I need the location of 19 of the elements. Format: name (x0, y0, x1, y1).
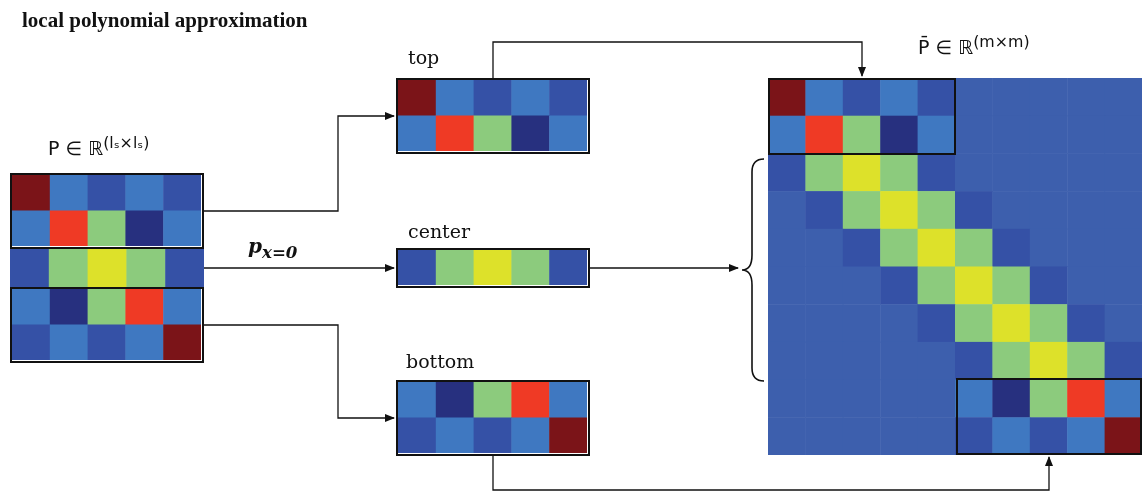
outline-frame (956, 378, 1142, 455)
matrix-label: P ∈ ℝ$^{(lₛ×lₛ)}$ (48, 135, 150, 159)
matrix-title: center (408, 222, 471, 241)
matrix-label: P̄ ∈ ℝ$^{(m×m)}$ (918, 34, 1030, 58)
arrow (589, 264, 739, 272)
arrow (492, 41, 866, 79)
matrix-row (10, 249, 204, 287)
arrow (492, 455, 1053, 491)
arrow (203, 112, 395, 212)
curly-brace (740, 158, 766, 382)
matrix-title: top (408, 48, 440, 67)
edge-label: p$_{x=0}$ (248, 236, 298, 261)
arrow (203, 324, 395, 422)
outline-frame (768, 78, 956, 155)
outlined-block (10, 287, 204, 363)
outlined-block (10, 173, 204, 249)
title: local polynomial approximation (22, 10, 308, 31)
matrix-title: bottom (406, 352, 475, 371)
arrow (203, 264, 395, 272)
